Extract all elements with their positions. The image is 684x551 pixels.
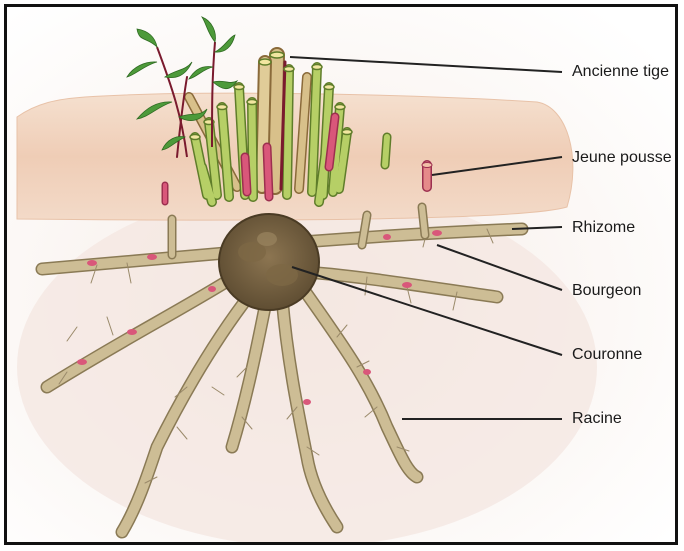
label-crown: Couronne bbox=[572, 346, 642, 364]
crown bbox=[219, 214, 319, 310]
soil-layer bbox=[17, 93, 573, 220]
label-bud: Bourgeon bbox=[572, 282, 641, 300]
label-young-shoot: Jeune pousse bbox=[572, 149, 672, 167]
label-root: Racine bbox=[572, 410, 622, 428]
label-rhizome: Rhizome bbox=[572, 219, 635, 237]
label-old-stem: Ancienne tige bbox=[572, 63, 669, 81]
plant-illustration bbox=[7, 7, 675, 542]
diagram-frame: Ancienne tige Jeune pousse Rhizome Bourg… bbox=[4, 4, 678, 545]
